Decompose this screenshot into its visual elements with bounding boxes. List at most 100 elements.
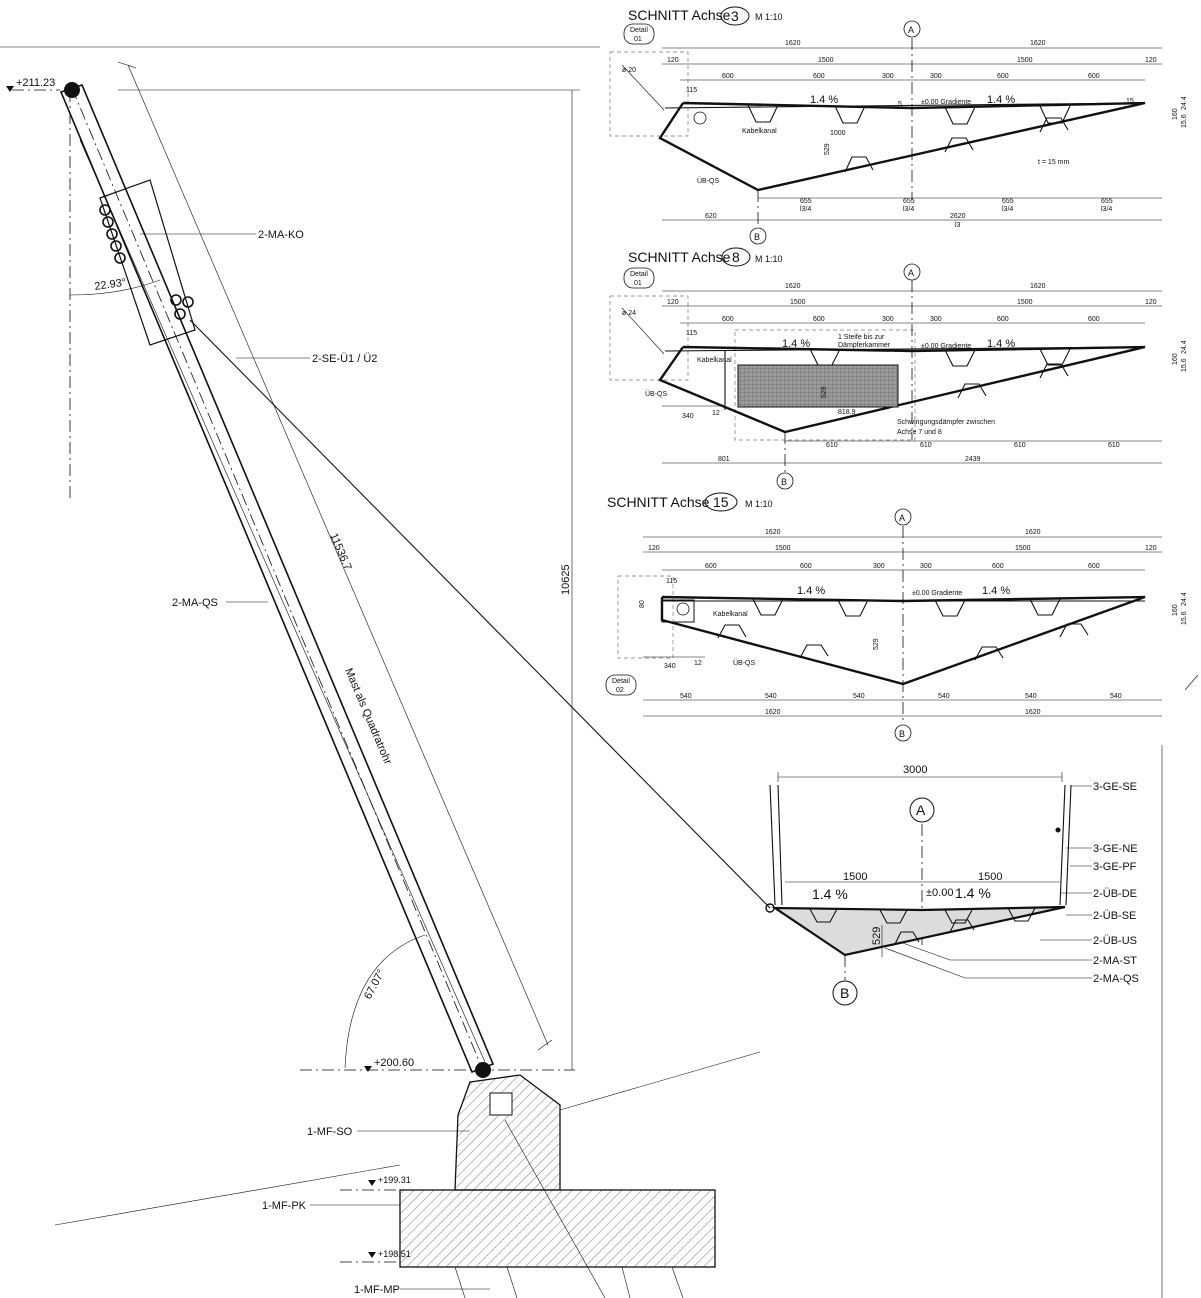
section-axis-15: SCHNITT Achse 15 M 1:10 A 1620 1620 120 … xyxy=(605,492,1188,742)
svg-text:ÜB-QS: ÜB-QS xyxy=(645,390,668,398)
svg-text:±0.00 Gradiente: ±0.00 Gradiente xyxy=(921,343,971,350)
section-15-axis: 15 xyxy=(713,494,729,510)
svg-text:A: A xyxy=(908,268,914,278)
svg-text:A: A xyxy=(899,513,905,523)
svg-text:5: 5 xyxy=(898,101,902,108)
svg-text:600: 600 xyxy=(813,316,825,323)
elevation-marker-icon xyxy=(6,86,14,92)
svg-text:1620: 1620 xyxy=(1025,709,1041,716)
svg-text:600: 600 xyxy=(705,563,717,570)
svg-text:600: 600 xyxy=(800,563,812,570)
svg-text:620: 620 xyxy=(705,213,717,220)
svg-text:1500: 1500 xyxy=(1017,299,1033,306)
svg-text:1 Steife bis zur: 1 Steife bis zur xyxy=(838,334,885,341)
cross-zero: ±0.00 xyxy=(926,887,953,899)
label-ma-ko: 2-MA-KO xyxy=(258,229,304,241)
svg-text:24.4: 24.4 xyxy=(1181,340,1188,354)
axis-b: B xyxy=(754,232,760,242)
svg-text:600: 600 xyxy=(722,316,734,323)
label-mf-so: 1-MF-SO xyxy=(307,1126,353,1138)
cross-label-1: 3-GE-NE xyxy=(1093,843,1138,855)
cross-half-left: 1500 xyxy=(843,871,867,883)
svg-text:540: 540 xyxy=(938,693,950,700)
svg-text:B: B xyxy=(899,729,905,739)
svg-text:2439: 2439 xyxy=(965,456,981,463)
svg-text:610: 610 xyxy=(1108,442,1120,449)
svg-text:818.9: 818.9 xyxy=(838,409,856,416)
elevation-micropile: +198.51 xyxy=(378,1249,411,1259)
svg-text:160: 160 xyxy=(1172,604,1179,616)
mast-elevation: +211.23 10625 11536.7 Mast als Quadratro… xyxy=(0,46,771,1298)
cross-label-7: 2-MA-QS xyxy=(1093,973,1139,985)
svg-text:300: 300 xyxy=(930,73,942,80)
svg-text:300: 300 xyxy=(873,563,885,570)
svg-text:1.4 %: 1.4 % xyxy=(987,338,1015,350)
svg-text:1620: 1620 xyxy=(1030,283,1046,290)
mast-length: 11536.7 xyxy=(327,531,353,572)
svg-text:02: 02 xyxy=(616,687,624,694)
label-mf-pk: 1-MF-PK xyxy=(262,1200,307,1212)
svg-text:300: 300 xyxy=(930,316,942,323)
svg-text:600: 600 xyxy=(1088,73,1100,80)
slope-left: 1.4 % xyxy=(810,94,838,106)
svg-text:801: 801 xyxy=(718,456,730,463)
svg-text:Kabelkanal: Kabelkanal xyxy=(742,128,777,135)
svg-text:l3/4: l3/4 xyxy=(903,206,914,213)
svg-text:15.6: 15.6 xyxy=(1181,114,1188,128)
section-15-title: SCHNITT Achse xyxy=(607,494,710,510)
svg-text:1620: 1620 xyxy=(1030,40,1046,47)
svg-text:540: 540 xyxy=(1110,693,1122,700)
svg-text:1500: 1500 xyxy=(790,299,806,306)
svg-text:529: 529 xyxy=(821,386,828,398)
detail-label: Detail xyxy=(630,27,648,34)
cross-width: 3000 xyxy=(903,764,927,776)
svg-text:ÜB-QS: ÜB-QS xyxy=(733,659,756,667)
elevation-pile-cap: +199.31 xyxy=(378,1175,411,1185)
svg-text:12: 12 xyxy=(712,410,720,417)
svg-text:120: 120 xyxy=(1145,299,1157,306)
svg-text:ø 20: ø 20 xyxy=(622,67,636,74)
svg-text:B: B xyxy=(840,985,849,1001)
svg-text:120: 120 xyxy=(648,545,660,552)
section-axis-3: SCHNITT Achse 3 M 1:10 Detail 01 A 1620 … xyxy=(609,6,1188,245)
svg-text:600: 600 xyxy=(997,316,1009,323)
svg-text:600: 600 xyxy=(722,73,734,80)
svg-text:1500: 1500 xyxy=(1015,545,1031,552)
section-3-title: SCHNITT Achse xyxy=(628,7,731,23)
svg-text:Kabelkanal: Kabelkanal xyxy=(697,357,732,364)
svg-text:300: 300 xyxy=(920,563,932,570)
svg-text:610: 610 xyxy=(1014,442,1026,449)
svg-text:655: 655 xyxy=(903,198,915,205)
svg-text:1620: 1620 xyxy=(765,529,781,536)
svg-text:655: 655 xyxy=(1101,198,1113,205)
deck-cross-section: 3000 A 1500 1500 1.4 % 1.4 % ±0.00 529 xyxy=(765,764,1139,1006)
section-3-axis: 3 xyxy=(731,8,739,24)
svg-text:600: 600 xyxy=(813,73,825,80)
svg-text:Dämpferkammer: Dämpferkammer xyxy=(838,342,891,349)
slope-right: 1.4 % xyxy=(987,94,1015,106)
svg-text:655: 655 xyxy=(1002,198,1014,205)
cross-half-right: 1500 xyxy=(978,871,1002,883)
svg-text:529: 529 xyxy=(824,143,831,155)
svg-text:Detail: Detail xyxy=(612,678,630,685)
svg-text:115: 115 xyxy=(666,578,677,585)
svg-text:15.6: 15.6 xyxy=(1181,611,1188,625)
cross-label-2: 3-GE-PF xyxy=(1093,861,1137,873)
svg-text:t = 15 mm: t = 15 mm xyxy=(1038,159,1069,166)
label-ma-qs: 2-MA-QS xyxy=(172,597,218,609)
svg-text:300: 300 xyxy=(882,316,894,323)
svg-text:340: 340 xyxy=(664,663,676,670)
svg-text:160: 160 xyxy=(1172,108,1179,120)
svg-text:l3/4: l3/4 xyxy=(1101,206,1112,213)
svg-text:01: 01 xyxy=(634,280,642,287)
svg-text:1000: 1000 xyxy=(830,130,846,137)
svg-text:1620: 1620 xyxy=(765,709,781,716)
svg-text:115: 115 xyxy=(686,87,697,94)
detail-number: 01 xyxy=(634,36,642,43)
svg-text:120: 120 xyxy=(667,299,679,306)
cross-slope-right: 1.4 % xyxy=(955,885,991,901)
svg-text:1500: 1500 xyxy=(1017,57,1033,64)
svg-text:1500: 1500 xyxy=(818,57,834,64)
svg-text:1620: 1620 xyxy=(1025,529,1041,536)
